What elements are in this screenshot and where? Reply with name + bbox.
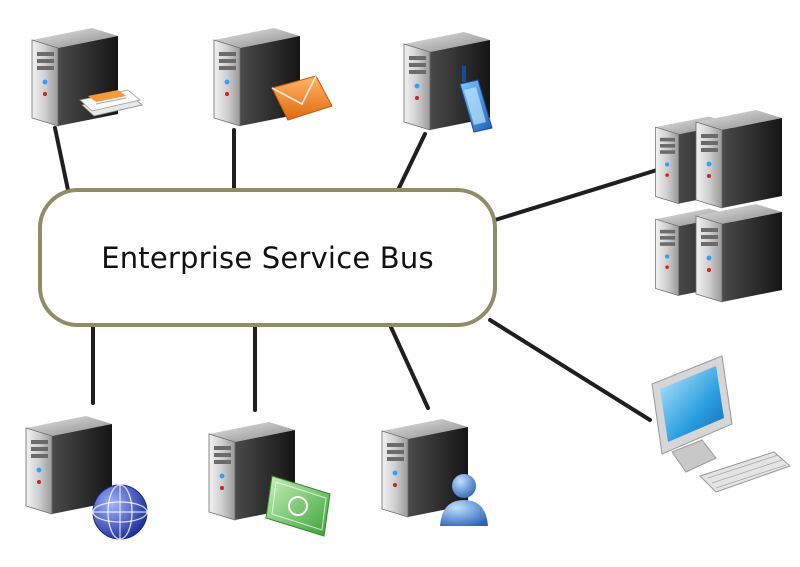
money-icon xyxy=(265,475,331,537)
connector-mobile-server xyxy=(396,132,427,192)
envelope-icon xyxy=(271,75,333,121)
desktop-computer-icon xyxy=(651,355,791,493)
connector-user-server xyxy=(388,323,430,410)
document-server xyxy=(31,27,143,127)
enterprise-service-bus xyxy=(38,188,497,327)
client-workstation xyxy=(651,355,791,493)
web-server xyxy=(25,415,148,540)
payment-server xyxy=(208,421,331,537)
connector-server-cluster xyxy=(493,168,659,222)
connector-document-server xyxy=(53,126,70,192)
connectors xyxy=(53,126,659,422)
server-cluster-icon xyxy=(655,109,783,303)
globe-icon xyxy=(92,484,148,540)
server-cluster xyxy=(655,109,783,303)
mobile-server xyxy=(403,31,493,133)
document-icon xyxy=(79,89,143,117)
user-icon xyxy=(440,474,488,526)
user-server xyxy=(381,418,488,526)
mail-server xyxy=(213,27,333,127)
connector-client-workstation xyxy=(488,318,652,422)
mobile-phone-icon xyxy=(459,66,493,133)
